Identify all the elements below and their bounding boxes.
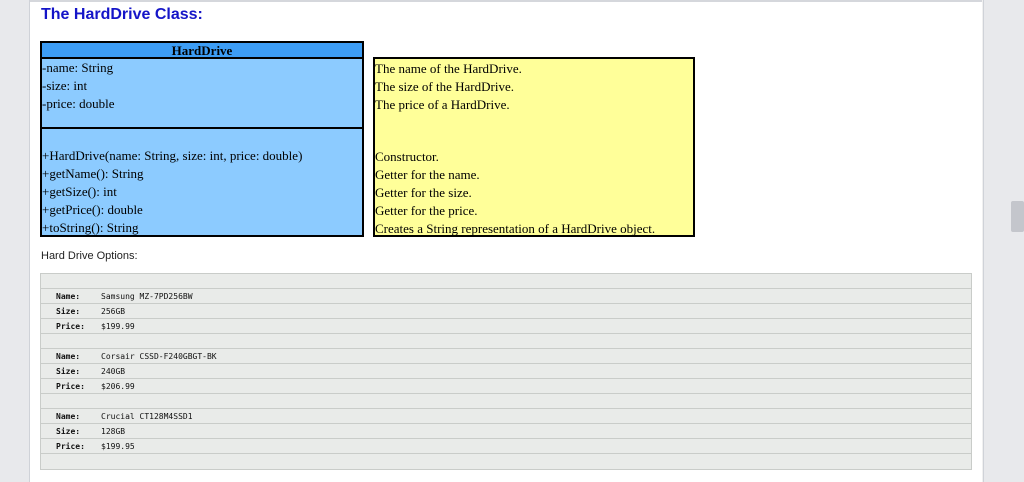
- option-row-size: Size: 240GB: [41, 364, 971, 379]
- field-value: $199.99: [101, 322, 135, 331]
- uml-attribute: -name: String: [42, 60, 114, 75]
- option-row-size: Size: 256GB: [41, 304, 971, 319]
- option-row-name: Name: Samsung MZ-7PD256BW: [41, 289, 971, 304]
- field-label: Price:: [56, 442, 85, 451]
- field-value: Samsung MZ-7PD256BW: [101, 292, 193, 301]
- field-value: Crucial CT128M4SSD1: [101, 412, 193, 421]
- field-label: Price:: [56, 382, 85, 391]
- top-border: [30, 0, 982, 2]
- option-row-price: Price: $206.99: [41, 379, 971, 394]
- field-label: Name:: [56, 352, 81, 361]
- field-label: Price:: [56, 322, 85, 331]
- hard-drive-options-output: Name: Samsung MZ-7PD256BW Size: 256GB Pr…: [40, 273, 972, 470]
- attribute-description: The name of the HardDrive.: [375, 61, 522, 76]
- right-gutter: [983, 0, 1024, 482]
- field-label: Name:: [56, 412, 81, 421]
- option-row-size: Size: 128GB: [41, 424, 971, 439]
- field-value: $206.99: [101, 382, 135, 391]
- field-label: Size:: [56, 427, 81, 436]
- uml-attributes: -name: String -size: int -price: double: [40, 57, 364, 129]
- method-description: Creates a String representation of a Har…: [375, 221, 656, 236]
- option-row-price: Price: $199.99: [41, 319, 971, 334]
- uml-method: +getName(): String: [42, 166, 144, 181]
- uml-method: +HardDrive(name: String, size: int, pric…: [42, 148, 303, 163]
- option-row-price: Price: $199.95: [41, 439, 971, 454]
- method-description: Getter for the size.: [375, 185, 472, 200]
- uml-method: +getSize(): int: [42, 184, 117, 199]
- field-label: Size:: [56, 307, 81, 316]
- option-row-name: Name: Corsair CSSD-F240GBGT-BK: [41, 349, 971, 364]
- field-label: Name:: [56, 292, 81, 301]
- uml-methods: +HardDrive(name: String, size: int, pric…: [40, 127, 364, 237]
- field-value: $199.95: [101, 442, 135, 451]
- field-value: Corsair CSSD-F240GBGT-BK: [101, 352, 217, 361]
- uml-method: +getPrice(): double: [42, 202, 143, 217]
- method-description: Getter for the price.: [375, 203, 478, 218]
- uml-method: +toString(): String: [42, 220, 139, 235]
- page-title: The HardDrive Class:: [41, 6, 203, 23]
- method-description: Constructor.: [375, 149, 439, 164]
- field-value: 240GB: [101, 367, 126, 376]
- uml-attribute: -price: double: [42, 96, 115, 111]
- option-row-name: Name: Crucial CT128M4SSD1: [41, 409, 971, 424]
- attribute-description: The price of a HardDrive.: [375, 97, 510, 112]
- description-box: The name of the HardDrive. The size of t…: [373, 57, 695, 237]
- blank-row: [41, 334, 971, 349]
- uml-class-diagram: HardDrive -name: String -size: int -pric…: [40, 41, 364, 237]
- divider: [41, 288, 971, 289]
- field-value: 128GB: [101, 427, 126, 436]
- field-label: Size:: [56, 367, 81, 376]
- uml-attribute: -size: int: [42, 78, 88, 93]
- blank-row: [41, 394, 971, 409]
- field-value: 256GB: [101, 307, 126, 316]
- method-description: Getter for the name.: [375, 167, 480, 182]
- left-gutter: [0, 0, 30, 482]
- scrollbar-thumb[interactable]: [1011, 201, 1024, 232]
- options-heading: Hard Drive Options:: [41, 250, 138, 262]
- attribute-description: The size of the HardDrive.: [375, 79, 514, 94]
